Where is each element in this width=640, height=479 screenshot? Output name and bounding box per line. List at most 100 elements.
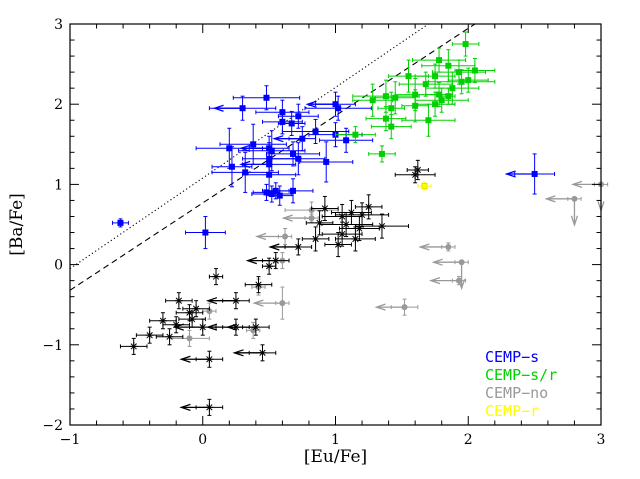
circle-marker	[458, 259, 465, 266]
x-tick-label: 3	[597, 432, 606, 448]
x-tick-label: 1	[331, 432, 340, 448]
upper-limit-arrowhead	[179, 403, 191, 411]
square-marker	[343, 137, 350, 144]
data-point	[338, 215, 380, 242]
data-point	[179, 398, 224, 416]
data-point	[570, 180, 609, 213]
data-point	[208, 95, 277, 121]
data-point	[232, 85, 301, 111]
x-tick-label: 2	[464, 432, 473, 448]
series-cemp-r	[417, 181, 432, 191]
square-marker	[295, 113, 302, 120]
square-marker	[279, 118, 286, 125]
data-point	[272, 126, 317, 152]
data-point	[239, 151, 297, 177]
data-point	[265, 141, 321, 167]
square-marker	[531, 170, 538, 177]
circle-marker	[401, 304, 408, 311]
square-marker	[266, 145, 273, 152]
data-point	[182, 300, 210, 318]
square-marker	[268, 191, 275, 198]
data-point	[268, 238, 313, 256]
data-point	[305, 210, 334, 236]
square-marker	[436, 57, 443, 64]
square-marker	[117, 219, 124, 226]
upper-limit-arrowhead	[252, 299, 264, 307]
data-point	[304, 95, 372, 121]
data-point	[184, 215, 226, 250]
trend-lines	[70, 24, 476, 291]
upper-limit-arrowhead	[431, 258, 443, 266]
upper-limit-arrowhead	[418, 243, 430, 251]
square-marker	[290, 150, 297, 157]
upper-limit-arrowhead	[232, 349, 244, 357]
data-point	[365, 106, 407, 132]
series-cemp-s-r	[335, 31, 496, 163]
data-point	[261, 257, 277, 275]
data-point	[311, 195, 339, 221]
data-point	[305, 91, 356, 117]
circle-marker	[455, 277, 462, 284]
data-point	[401, 89, 429, 123]
data-point	[352, 83, 394, 117]
y-axis-label: [Ba/Fe]	[7, 193, 27, 256]
data-point	[281, 213, 319, 223]
square-marker	[432, 73, 439, 80]
data-point	[406, 159, 429, 181]
data-point	[321, 221, 363, 247]
upper-limit-arrowhead	[544, 195, 556, 203]
data-point	[119, 337, 148, 355]
square-marker	[266, 161, 273, 168]
series-cemp-no	[169, 180, 609, 347]
circle-marker	[279, 300, 286, 307]
data-point	[277, 103, 319, 129]
data-point	[211, 146, 253, 188]
square-marker	[242, 169, 249, 176]
square-marker	[352, 131, 359, 138]
data-point	[251, 185, 293, 203]
data-point	[165, 292, 193, 310]
data-point	[544, 195, 582, 227]
upper-limit-arrowhead	[239, 160, 251, 168]
upper-limit-arrowhead	[225, 323, 238, 331]
square-marker	[392, 94, 399, 101]
square-marker	[378, 150, 385, 157]
data-point	[335, 226, 376, 252]
upper-limit-arrowhead	[245, 256, 257, 265]
square-marker	[202, 229, 209, 236]
series-asterisk	[119, 159, 436, 416]
data-point	[111, 218, 129, 228]
data-point	[319, 127, 374, 153]
square-marker	[425, 117, 432, 124]
square-marker	[323, 158, 330, 165]
data-point	[401, 103, 456, 137]
data-point	[265, 185, 294, 206]
data-point	[299, 141, 354, 183]
square-marker	[299, 135, 306, 142]
data-point	[225, 318, 270, 336]
data-point	[354, 194, 383, 220]
data-point	[244, 276, 273, 294]
square-marker	[388, 123, 395, 130]
square-marker	[335, 105, 342, 112]
upper-limit-arrowhead	[205, 297, 218, 305]
square-marker	[465, 77, 472, 84]
square-marker	[369, 97, 376, 104]
circle-marker	[445, 243, 452, 250]
square-marker	[388, 105, 395, 112]
data-point	[411, 47, 467, 73]
data-point	[427, 69, 496, 95]
data-point	[335, 126, 376, 144]
data-point	[149, 312, 177, 330]
data-point	[202, 302, 217, 320]
data-points	[111, 31, 609, 416]
data-point	[425, 71, 480, 105]
axes	[69, 23, 602, 426]
square-marker	[458, 78, 465, 85]
circle-marker	[206, 308, 213, 315]
upper-limit-arrowhead	[374, 303, 386, 311]
data-point	[428, 276, 467, 286]
square-marker	[290, 187, 297, 194]
data-point	[155, 328, 184, 346]
